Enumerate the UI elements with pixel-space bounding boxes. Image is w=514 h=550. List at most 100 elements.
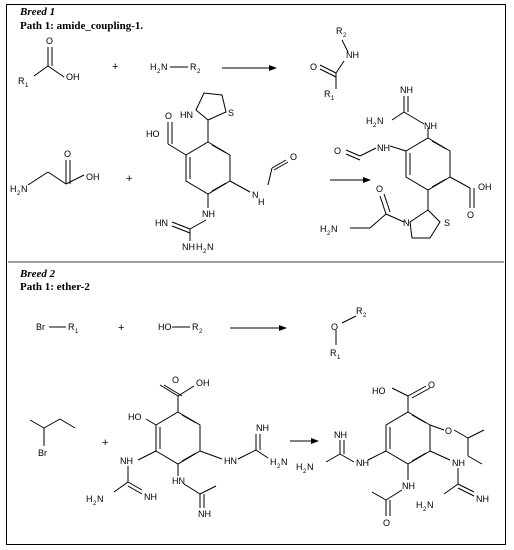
b1-r2-hn: HN (180, 110, 193, 120)
b2-r2-hn-amide: HN (172, 476, 185, 486)
b2-p-nh-r: NH (452, 458, 465, 468)
section-path-breed-2: Path 1: ether-2 (20, 281, 90, 293)
b1-p-nh-ring: NH (424, 121, 437, 131)
section-path-breed-1: Path 1: amide_coupling-1. (20, 20, 144, 32)
b1-gen-prod-nh: NH (346, 50, 359, 60)
b2-p-r-h: H (416, 500, 423, 510)
b1-gly-h-sub: 2 (17, 191, 21, 197)
b1-r2-ho: HO (146, 129, 160, 139)
b1-gen-acid-oh: OH (66, 72, 80, 82)
b2-p-nh-l: NH (356, 458, 369, 468)
b1-gly-oh: OH (86, 172, 100, 182)
breed2-generic-ether (335, 315, 357, 345)
b2-r2-l-h: H (86, 494, 93, 504)
b1-gen-prod-o: O (310, 62, 317, 72)
breed2-sec-butyl-bromide (29, 418, 76, 446)
b1-p-amine-h-sub: 2 (327, 231, 331, 237)
breed2-generic-alcohol: HO R 2 (158, 322, 203, 335)
b1-p-h-sub: 2 (373, 123, 377, 129)
b1-r2-s: S (228, 108, 234, 118)
b1-gen-plus: + (112, 61, 118, 73)
b1-p-ring-n: N (403, 218, 410, 228)
breed2-generic-bromide: Br R 1 (36, 322, 79, 335)
b1-gen-prod-r1-sub: 1 (331, 96, 335, 102)
breed2-reactant-aryl (113, 384, 269, 508)
b2-gen-r2-sub: 2 (199, 329, 203, 335)
b2-gen-r2: R (192, 322, 199, 332)
b2-p-l-h: H (296, 462, 303, 472)
b1-gen-acid-r: R (18, 76, 25, 86)
b2-r2-nh-l: NH (120, 456, 133, 466)
b2-p-l-h-sub: 2 (303, 469, 307, 475)
b2-r2-hn-r: HN (224, 456, 237, 466)
b2-gen-prod-r1-sub: 1 (337, 355, 341, 361)
b1-gen-amine-h-sub: 2 (157, 69, 161, 75)
b1-r2-nh: NH (202, 209, 215, 219)
b1-p-cooh-o: O (467, 210, 474, 220)
b2-r2-oh: OH (196, 378, 210, 388)
b1-gen-prod-r-sub: 2 (343, 33, 347, 39)
b1-gen-prod-r1: R (324, 89, 331, 99)
breed1-reactant-aryl (167, 92, 289, 241)
b2-p-cooh-o: O (428, 380, 435, 390)
b1-r2-h: H (258, 197, 265, 207)
breed1-product (345, 96, 475, 239)
b2-r2-nh-imine-r: NH (256, 423, 269, 433)
b1-p-oh: OH (478, 182, 492, 192)
b1-r2-g-nh: NH (182, 242, 195, 252)
b2-p-r-n: N (427, 500, 434, 510)
section-title-breed-2: Breed 2 (20, 268, 56, 280)
b1-gen-acid-r-sub: 1 (25, 83, 29, 89)
section-title-breed-1: Breed 1 (20, 6, 56, 18)
b2-gen-prod-r2-sub: 2 (363, 313, 367, 319)
b2-gen-r1-sub: 1 (75, 329, 79, 335)
b2-r2-o: O (172, 375, 179, 385)
b2-gen-prod-r2: R (356, 306, 363, 316)
b1-gly-n: N (21, 184, 28, 194)
b1-p-ring-s: S (444, 218, 450, 228)
b1-gly-h: H (10, 184, 17, 194)
b1-gen-acid-o: O (46, 36, 53, 46)
b2-spec-plus: + (102, 437, 108, 449)
b1-r2-g-n: N (207, 242, 214, 252)
b2-p-nh-imine-r: NH (476, 494, 489, 504)
b2-p-ether-o: O (445, 426, 452, 436)
b1-p-formyl-o: O (334, 146, 341, 156)
b2-p-l-n: N (307, 462, 314, 472)
b2-r2-nh-imine-l: NH (144, 492, 157, 502)
b2-r2-l-n: N (97, 494, 104, 504)
b1-p-acyl-o: O (376, 184, 383, 194)
b2-bromide-br: Br (38, 448, 47, 458)
b1-gen-amine-r-sub: 2 (197, 69, 201, 75)
b2-gen-prod-r1: R (330, 348, 337, 358)
b1-gen-amine-n: N (161, 62, 168, 72)
b1-p-amine-n: N (331, 224, 338, 234)
b1-gen-prod-r: R (336, 26, 343, 36)
breed1-generic-amine: H 2 N R 2 (150, 62, 201, 75)
b2-r2-amide-o: NH (198, 509, 211, 519)
breed1-generic-amide (319, 39, 349, 89)
b1-r2-imine-hn: HN (155, 218, 168, 228)
b1-gen-amine-h: H (150, 62, 157, 72)
b2-gen-plus: + (118, 322, 124, 334)
b1-r2-ald-o: O (290, 152, 297, 162)
b1-r2-g-h: H (196, 242, 203, 252)
b2-p-amide-o: O (383, 518, 390, 528)
diagram-frame (6, 4, 506, 545)
b2-r2-r-h: H (270, 457, 277, 467)
b1-spec-plus: + (126, 173, 132, 185)
b2-p-nh-amide: NH (402, 481, 415, 491)
b2-gen-br: Br (36, 322, 45, 332)
b2-r2-r-h-sub: 2 (277, 464, 281, 470)
b1-p-nh-top: NH (400, 85, 413, 95)
b2-gen-r1: R (68, 322, 75, 332)
b1-p-n-left: N (377, 116, 384, 126)
b1-gen-amine-r: R (190, 62, 197, 72)
breed2-product (325, 385, 485, 516)
b2-p-r-h-sub: 2 (423, 507, 427, 513)
b2-r2-l-h-sub: 2 (93, 501, 97, 507)
b1-p-nh-formyl: NH (377, 143, 390, 153)
b2-r2-r-n: N (281, 457, 288, 467)
b2-r2-ho: HO (128, 412, 142, 422)
